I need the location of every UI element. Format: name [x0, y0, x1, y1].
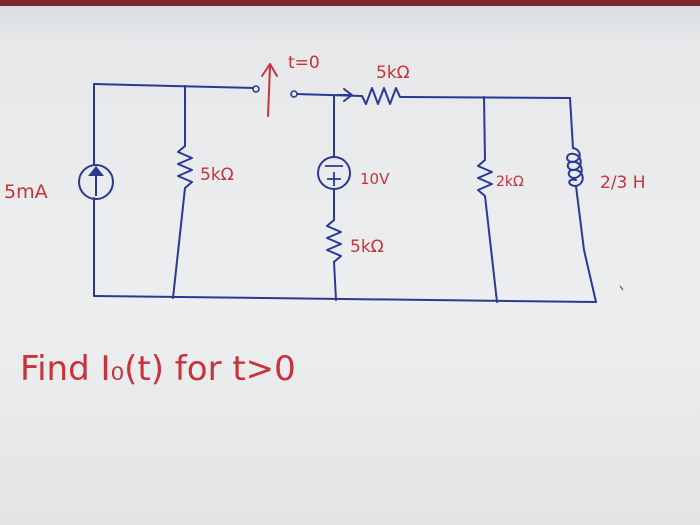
shunt-resistor-branch [172, 85, 193, 299]
top-edge-strip [0, 0, 700, 6]
current-source [78, 164, 114, 200]
top-wire-far-right [403, 96, 571, 99]
switch [252, 85, 298, 98]
resistor-2k-branch [477, 96, 498, 303]
switch-time-label: t=0 [288, 53, 320, 73]
bottom-wire [93, 295, 597, 303]
series-resistor-label: 5kΩ [376, 63, 410, 83]
top-wire-left [93, 83, 256, 89]
shunt-resistor-label: 5kΩ [200, 165, 234, 185]
voltage-source-label: 10V [360, 170, 390, 188]
question-text: Find I₀(t) for t>0 [20, 349, 296, 389]
series-resistor [337, 87, 405, 105]
inductor-branch [566, 97, 597, 303]
voltage-source-resistor-label: 5kΩ [350, 237, 384, 257]
voltage-source-branch [317, 94, 351, 301]
current-source-label: 5mA [4, 181, 48, 203]
stray-mark [619, 285, 624, 291]
inductor-label: 2/3 H [600, 173, 646, 193]
resistor-2k-label: 2kΩ [496, 174, 524, 190]
switch-arrow [261, 63, 278, 117]
